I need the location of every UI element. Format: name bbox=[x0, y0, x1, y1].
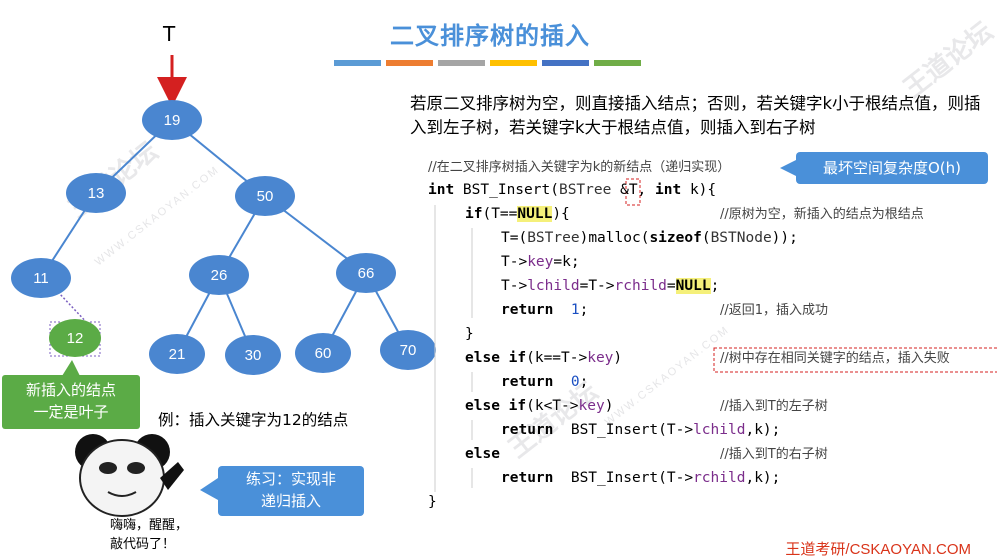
practice-callout: 练习：实现非 递归插入 bbox=[218, 466, 364, 516]
footer-brand: 王道考研/CSKAOYAN.COM bbox=[785, 541, 971, 558]
code-line: T->lchild=T->rchild=NULL; bbox=[501, 278, 720, 294]
code-line: else if(k<T->key) bbox=[465, 398, 614, 414]
code-line: return 0; bbox=[501, 374, 589, 390]
tree-node-26: 26 bbox=[189, 255, 249, 295]
tree-edges bbox=[40, 119, 409, 356]
node-label: 60 bbox=[315, 345, 332, 362]
tree-node-12-new: 12 bbox=[49, 319, 101, 357]
duplicate-comment-highlight bbox=[713, 347, 997, 373]
node-label: 11 bbox=[33, 270, 49, 287]
meme-caption-line: 嗨嗨，醒醒， bbox=[110, 518, 189, 533]
tree-node-21: 21 bbox=[149, 334, 205, 374]
node-label: 70 bbox=[400, 342, 417, 359]
code-line: int BST_Insert(BSTree &T, int k){ bbox=[428, 182, 717, 198]
slide-title: 二叉排序树的插入 bbox=[390, 22, 590, 50]
color-bar bbox=[594, 60, 641, 66]
tree-node-50: 50 bbox=[235, 176, 295, 216]
code-line: else if(k==T->key) bbox=[465, 350, 623, 366]
code-line: else bbox=[465, 446, 500, 462]
tree-node-19: 19 bbox=[142, 100, 202, 140]
code-comment-header: //在二叉排序树插入关键字为k的新结点（递归实现） bbox=[428, 160, 731, 175]
node-label: 50 bbox=[257, 188, 274, 205]
code-comment: //返回1，插入成功 bbox=[720, 303, 829, 318]
color-bar bbox=[334, 60, 381, 66]
tree-node-70: 70 bbox=[380, 330, 436, 370]
node-label: 66 bbox=[358, 265, 375, 282]
color-bar bbox=[490, 60, 537, 66]
example-text: 例：插入关键字为12的结点 bbox=[158, 411, 349, 429]
practice-callout-line: 递归插入 bbox=[260, 492, 321, 510]
code-comment: //原树为空，新插入的结点为根结点 bbox=[720, 207, 924, 222]
leaf-callout-pointer bbox=[62, 360, 80, 376]
code-line: T=(BSTree)malloc(sizeof(BSTNode)); bbox=[501, 230, 798, 246]
color-bar bbox=[542, 60, 589, 66]
code-comment: //插入到T的右子树 bbox=[720, 447, 828, 462]
insertion-description: 若原二叉排序树为空，则直接插入结点；否则，若关键字k小于根结点值，则插入到左子树… bbox=[410, 94, 981, 137]
code-line: return BST_Insert(T->lchild,k); bbox=[501, 422, 781, 438]
leaf-callout-line: 新插入的结点 bbox=[25, 381, 116, 399]
root-pointer-label: T bbox=[163, 22, 176, 46]
meme-caption-line: 敲代码了！ bbox=[110, 537, 176, 552]
meme-caption: 嗨嗨，醒醒， 敲代码了！ bbox=[110, 516, 188, 554]
code-line: return BST_Insert(T->rchild,k); bbox=[501, 470, 781, 486]
code-comment: //树中存在相同关键字的结点，插入失败 bbox=[720, 351, 950, 366]
tree-node-13: 13 bbox=[66, 173, 126, 213]
code-comment: //插入到T的左子树 bbox=[720, 399, 828, 414]
code-line: T->key=k; bbox=[501, 254, 580, 270]
node-label: 13 bbox=[88, 185, 105, 202]
tree-node-66: 66 bbox=[336, 253, 396, 293]
node-label: 30 bbox=[245, 347, 262, 364]
code-line: return 1; bbox=[501, 302, 589, 318]
indent-guides bbox=[434, 205, 473, 492]
code-line: } bbox=[465, 326, 474, 342]
practice-callout-pointer bbox=[200, 478, 218, 500]
tree-node-11: 11 bbox=[11, 258, 71, 298]
leaf-callout-line: 一定是叶子 bbox=[33, 403, 109, 421]
code-line: } bbox=[428, 494, 437, 510]
tree-node-60: 60 bbox=[295, 333, 351, 373]
complexity-callout-pointer bbox=[780, 160, 796, 176]
color-bar bbox=[438, 60, 485, 66]
tree-node-30: 30 bbox=[225, 335, 281, 375]
ampersand-highlight bbox=[625, 178, 641, 206]
node-label: 12 bbox=[67, 330, 84, 347]
code-line: if(T==NULL){ bbox=[465, 206, 570, 222]
practice-callout-line: 练习：实现非 bbox=[245, 470, 336, 488]
leaf-node-callout: 新插入的结点 一定是叶子 bbox=[2, 375, 140, 429]
color-bar bbox=[386, 60, 433, 66]
node-label: 26 bbox=[211, 267, 228, 284]
space-complexity-callout: 最坏空间复杂度O(h) bbox=[796, 152, 988, 184]
panda-meme-image bbox=[75, 434, 184, 517]
node-label: 19 bbox=[164, 112, 181, 129]
node-label: 21 bbox=[169, 346, 186, 363]
